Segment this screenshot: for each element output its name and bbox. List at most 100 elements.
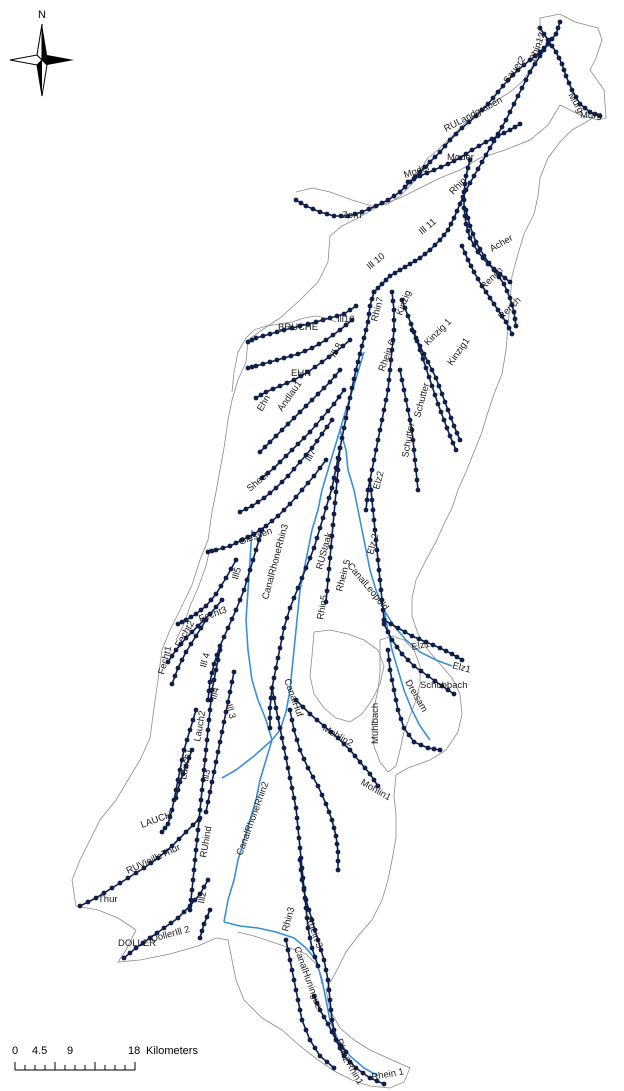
station-dot [223, 709, 229, 715]
station-dot [197, 807, 203, 813]
station-dot [323, 457, 329, 463]
station-dot [321, 1014, 327, 1020]
label-mohlin2: Mohlin2 [321, 723, 355, 749]
label-ill3: Ill 3 [223, 703, 237, 720]
station-dot [379, 597, 385, 603]
station-dot [306, 907, 312, 913]
station-dot [219, 729, 225, 735]
station-dot [309, 397, 315, 403]
station-dot [407, 417, 413, 423]
station-dot [274, 357, 280, 363]
station-dot [462, 250, 468, 256]
station-dot [301, 435, 307, 441]
scale-tick-3: 18 [128, 1045, 140, 1057]
station-dot [388, 357, 394, 363]
station-dot [502, 275, 508, 281]
station-dot [430, 642, 436, 648]
station-dot [204, 914, 210, 920]
station-dot [375, 783, 381, 789]
station-dot [347, 747, 353, 753]
station-dot [307, 429, 313, 435]
station-dot [566, 80, 572, 86]
station-dot [582, 105, 588, 111]
station-dot [275, 513, 281, 519]
station-dot [399, 377, 405, 383]
station-dot [193, 847, 199, 853]
station-dot [438, 164, 444, 170]
label-rhin5: Rhin5 [315, 594, 330, 620]
station-dot [225, 625, 231, 631]
station-dot [147, 935, 153, 941]
station-dot [253, 547, 259, 553]
station-dot [333, 833, 339, 839]
station-dot [420, 356, 426, 362]
station-dot [324, 211, 330, 217]
station-dot [215, 749, 221, 755]
station-dot [325, 977, 331, 983]
station-dot [187, 903, 193, 909]
station-dot [414, 477, 420, 483]
station-dot [207, 789, 213, 795]
station-dot [101, 890, 107, 896]
station-dot [125, 875, 131, 881]
station-dot [479, 107, 485, 113]
station-dot [337, 367, 343, 373]
station-dot [189, 887, 195, 893]
station-dot [285, 765, 291, 771]
station-dot [198, 607, 204, 613]
station-dot [343, 415, 349, 421]
station-dot [133, 870, 139, 876]
station-dot [353, 1065, 359, 1071]
station-dot [176, 836, 182, 842]
station-dot [291, 977, 297, 983]
station-dot [411, 176, 417, 182]
station-dot [395, 625, 401, 631]
station-dot [473, 113, 479, 119]
station-dot [432, 392, 438, 398]
station-dot [341, 311, 347, 317]
station-dot [335, 735, 341, 741]
station-dot [229, 616, 235, 622]
station-dot [311, 545, 317, 551]
station-dot [436, 383, 442, 389]
station-dot [310, 774, 316, 780]
station-dot [189, 747, 195, 753]
label-muhlbach: Muhlbach [370, 703, 381, 744]
station-dot [223, 575, 229, 581]
station-dot [439, 683, 445, 689]
station-dot [315, 783, 321, 789]
station-dot [347, 395, 353, 401]
station-dot [402, 264, 408, 270]
scale-tick-2: 9 [67, 1045, 73, 1057]
station-dot [213, 591, 219, 597]
station-dot [337, 445, 343, 451]
station-dot [386, 377, 392, 383]
station-dot [297, 857, 303, 863]
station-dot [453, 447, 459, 453]
station-dot [198, 797, 204, 803]
station-dot [393, 697, 399, 703]
station-dot [253, 363, 259, 369]
station-dot [303, 452, 309, 458]
station-dot [479, 159, 485, 165]
station-dot [333, 489, 339, 495]
station-dot [197, 935, 203, 941]
station-dot [417, 173, 423, 179]
station-dot [415, 487, 421, 493]
station-dot [569, 87, 575, 93]
station-dot [155, 855, 161, 861]
station-dot [366, 311, 372, 317]
station-dot [335, 867, 341, 873]
label-fecht1: Fecht1 [156, 645, 174, 676]
station-dot [380, 607, 386, 613]
station-dot [245, 365, 251, 371]
station-dot [162, 849, 168, 855]
station-dot [200, 777, 206, 783]
station-dot [295, 825, 301, 831]
station-dot [192, 857, 198, 863]
station-dot [577, 101, 583, 107]
north-arrow-icon: N [9, 9, 74, 97]
station-dot [299, 1017, 305, 1023]
station-dot [173, 795, 179, 801]
station-dot [312, 954, 318, 960]
